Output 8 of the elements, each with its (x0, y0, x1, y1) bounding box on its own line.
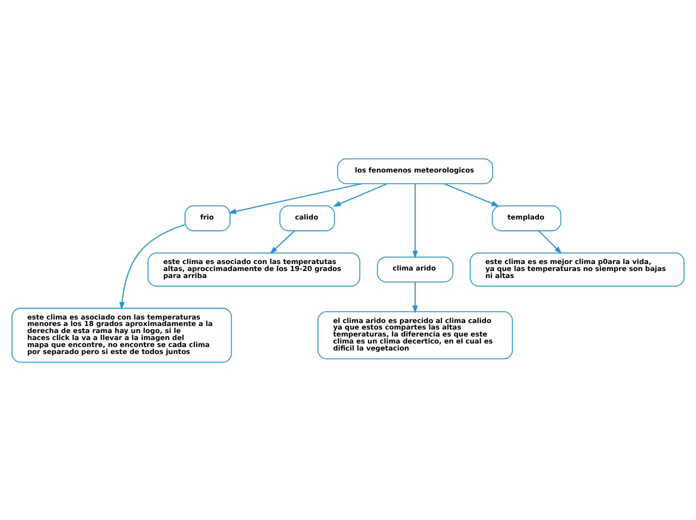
arrow (444, 182, 500, 206)
arrow (333, 182, 388, 206)
arrow (119, 224, 185, 310)
arrow (538, 230, 562, 254)
arrow (270, 230, 295, 254)
arrow (412, 183, 418, 258)
arrow (412, 282, 418, 313)
arrow (228, 182, 362, 214)
